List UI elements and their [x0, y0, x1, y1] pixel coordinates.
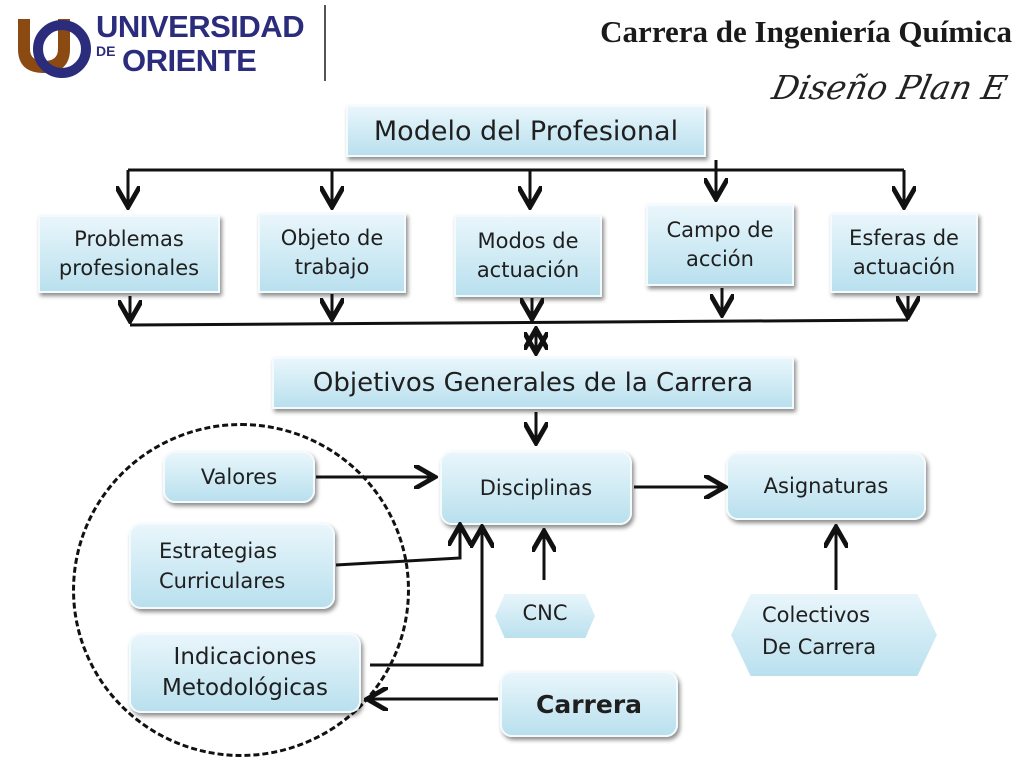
box-carrera-label: Carrera: [535, 689, 643, 719]
box-carrera: Carrera: [500, 671, 678, 737]
box-modos-actuacion: Modos de actuación: [454, 215, 602, 297]
box-objeto-label: Objeto de trabajo: [280, 225, 384, 279]
box-disciplinas-label: Disciplinas: [479, 476, 593, 500]
box-objeto-trabajo: Objeto de trabajo: [258, 213, 406, 293]
box-indicaciones-label: Indicaciones Metodológicas: [162, 643, 328, 701]
box-objetivos-generales: Objetivos Generales de la Carrera: [272, 357, 794, 409]
box-modelo-profesional: Modelo del Profesional: [346, 105, 706, 157]
box-modos-label: Modos de actuación: [476, 228, 580, 282]
page-subtitle: Diseño Plan E: [768, 68, 1011, 107]
box-objetivos-label: Objetivos Generales de la Carrera: [312, 368, 754, 398]
box-esferas-label: Esferas de actuación: [849, 225, 959, 279]
logo-text-oriente: ORIENTE: [122, 43, 257, 78]
box-cnc-label: CNC: [522, 601, 568, 625]
box-estrategias-label: Estrategias Curriculares: [159, 538, 286, 593]
page-title: Carrera de Ingeniería Química: [600, 14, 1012, 49]
box-valores-label: Valores: [200, 465, 278, 489]
box-asignaturas: Asignaturas: [726, 452, 926, 520]
cnc-hexagon-shape: [492, 592, 598, 640]
colectivos-hexagon-shape: [728, 592, 940, 678]
box-problemas-label: Problemas profesionales: [58, 226, 200, 280]
box-problemas-profesionales: Problemas profesionales: [38, 215, 220, 293]
box-campo-accion: Campo de acción: [646, 204, 794, 286]
box-valores: Valores: [163, 451, 315, 503]
logo-text-universidad: UNIVERSIDAD: [96, 9, 305, 44]
box-colectivos-carrera: Colectivos De Carrera: [728, 590, 940, 680]
box-indicaciones-metodologicas: Indicaciones Metodológicas: [129, 633, 361, 713]
box-asignaturas-label: Asignaturas: [763, 474, 889, 498]
logo-text-de: DE: [96, 43, 116, 59]
box-esferas-actuacion: Esferas de actuación: [830, 213, 978, 293]
box-cnc: CNC: [492, 590, 598, 642]
box-colectivos-label: Colectivos De Carrera: [762, 603, 877, 659]
uo-emblem-icon: [18, 19, 91, 78]
box-estrategias-curriculares: Estrategias Curriculares: [129, 523, 335, 609]
box-modelo-profesional-label: Modelo del Profesional: [373, 115, 679, 147]
university-logo: UNIVERSIDAD DE ORIENTE: [10, 5, 326, 81]
box-disciplinas: Disciplinas: [440, 451, 632, 525]
box-campo-label: Campo de acción: [666, 217, 774, 271]
